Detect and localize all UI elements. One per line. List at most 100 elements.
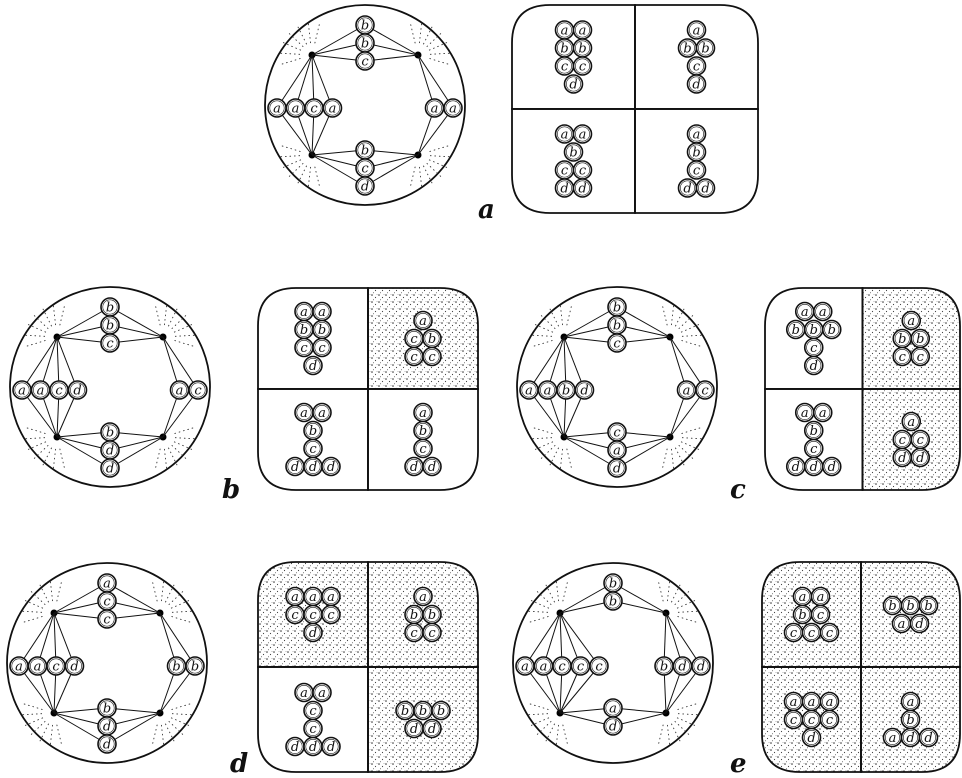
blastomere-chromosome: a <box>295 303 313 321</box>
chromosome-letter: a <box>817 590 825 605</box>
blastomere-chromosome: a <box>814 303 832 321</box>
chromosome-letter: a <box>613 444 621 459</box>
blastomere-chromosome: b <box>565 143 583 161</box>
blastomere-chromosome: c <box>785 711 803 729</box>
chromosome-letter: c <box>579 60 587 75</box>
chromosome-letter: a <box>318 686 326 701</box>
chromosome: b <box>604 574 622 592</box>
chromosome-letter: d <box>291 460 299 475</box>
blastomere-chromosome: a <box>796 303 814 321</box>
chromosome-letter: c <box>917 350 925 365</box>
chromosome-letter: d <box>309 626 317 641</box>
chromosome-letter: b <box>609 577 617 592</box>
chromosome: d <box>576 381 594 399</box>
blastomere-chromosome: c <box>286 606 304 624</box>
blastomere-chromosome: a <box>574 21 592 39</box>
blastomere-chromosome: b <box>893 330 911 348</box>
blastomere-chromosome: c <box>688 57 706 75</box>
blastomere-chromosome: c <box>821 624 839 642</box>
chromosome-letter: d <box>428 460 436 475</box>
chromosome-letter: b <box>103 702 111 717</box>
blastomere-chromosome: c <box>405 330 423 348</box>
chromosome-letter: c <box>899 433 907 448</box>
blastomere-chromosome: d <box>911 449 929 467</box>
blastomere-chromosome: b <box>911 330 929 348</box>
chromosome-letter: a <box>693 128 701 143</box>
chromosome-letter: b <box>428 608 436 623</box>
chromosome-letter: c <box>561 60 569 75</box>
blastomere-chromosome: b <box>902 597 920 615</box>
chromosome-letter: b <box>361 19 369 34</box>
chromosome: d <box>692 657 710 675</box>
panel-label-c: c <box>730 475 746 505</box>
chromosome-letter: a <box>419 406 427 421</box>
chromosome-letter: a <box>300 305 308 320</box>
chromosome-letter: c <box>55 384 63 399</box>
spindle-cell-e: bbaacccbddad <box>513 563 713 763</box>
chromosome-letter: c <box>428 350 436 365</box>
blastomere-chromosome: c <box>803 624 821 642</box>
chromosome-letter: b <box>613 301 621 316</box>
blastomere-chromosome: b <box>805 321 823 339</box>
chromosome-letter: a <box>300 686 308 701</box>
chromosome: a <box>608 441 626 459</box>
chromosome: a <box>324 99 342 117</box>
blastomere-chromosome: a <box>688 21 706 39</box>
chromosome-letter: d <box>291 740 299 755</box>
chromosome-letter: b <box>106 301 114 316</box>
chromosome-letter: b <box>828 323 836 338</box>
blastomere-chromosome: c <box>304 440 322 458</box>
chromosome-letter: a <box>561 128 569 143</box>
blastomere-chromosome: d <box>304 458 322 476</box>
chromosome: a <box>426 99 444 117</box>
chromosome-letter: d <box>327 740 335 755</box>
chromosome-letter: b <box>888 599 896 614</box>
chromosome-letter: d <box>924 731 932 746</box>
blastomere-chromosome: a <box>313 303 331 321</box>
chromosome: a <box>444 99 462 117</box>
chromosome-letter: a <box>683 384 691 399</box>
chromosome-letter: d <box>578 182 586 197</box>
chromosome-letter: d <box>810 359 818 374</box>
blastomere-chromosome: a <box>414 588 432 606</box>
blastomere-chromosome: c <box>911 348 929 366</box>
chromosome: b <box>604 592 622 610</box>
blastomere-chromosome: a <box>313 684 331 702</box>
blastomere-chromosome: d <box>805 458 823 476</box>
blastomere-chromosome: a <box>884 729 902 747</box>
chromosome: b <box>655 657 673 675</box>
chromosome-letter: c <box>106 337 114 352</box>
chromosome-letter: b <box>578 42 586 57</box>
chromosome: d <box>98 717 116 735</box>
chromosome-letter: d <box>898 451 906 466</box>
chromosome-letter: a <box>327 590 335 605</box>
blastomere-chromosome: c <box>304 720 322 738</box>
blastomere-chromosome: c <box>295 339 313 357</box>
chromosome-letter: b <box>810 323 818 338</box>
blastomere-chromosome: d <box>556 179 574 197</box>
chromosome-letter: c <box>810 341 818 356</box>
chromosome-letter: a <box>419 314 427 329</box>
blastomere-chromosome: c <box>911 431 929 449</box>
chromosome-letter: c <box>410 626 418 641</box>
chromosome-letter: b <box>613 319 621 334</box>
four-cell-egg-d: aaacccdabbccaaccdddbbbdd <box>258 562 478 772</box>
chromosome-letter: b <box>309 424 317 439</box>
chromosome-letter: d <box>697 660 705 675</box>
blastomere-chromosome: d <box>787 458 805 476</box>
chromosome-letter: c <box>613 426 621 441</box>
chromosome-letter: d <box>678 660 686 675</box>
chromosome-letter: d <box>309 740 317 755</box>
blastomere-chromosome: c <box>893 348 911 366</box>
chromosome-letter: a <box>449 102 457 117</box>
chromosome-letter: c <box>309 722 317 737</box>
chromosome-letter: a <box>15 660 23 675</box>
chromosome: c <box>47 657 65 675</box>
chromosome: b <box>356 16 374 34</box>
blastomere-chromosome: a <box>295 684 313 702</box>
chromosome-letter: d <box>609 720 617 735</box>
chromosome-letter: b <box>106 319 114 334</box>
chromosome-letter: d <box>428 722 436 737</box>
chromosome: b <box>101 298 119 316</box>
